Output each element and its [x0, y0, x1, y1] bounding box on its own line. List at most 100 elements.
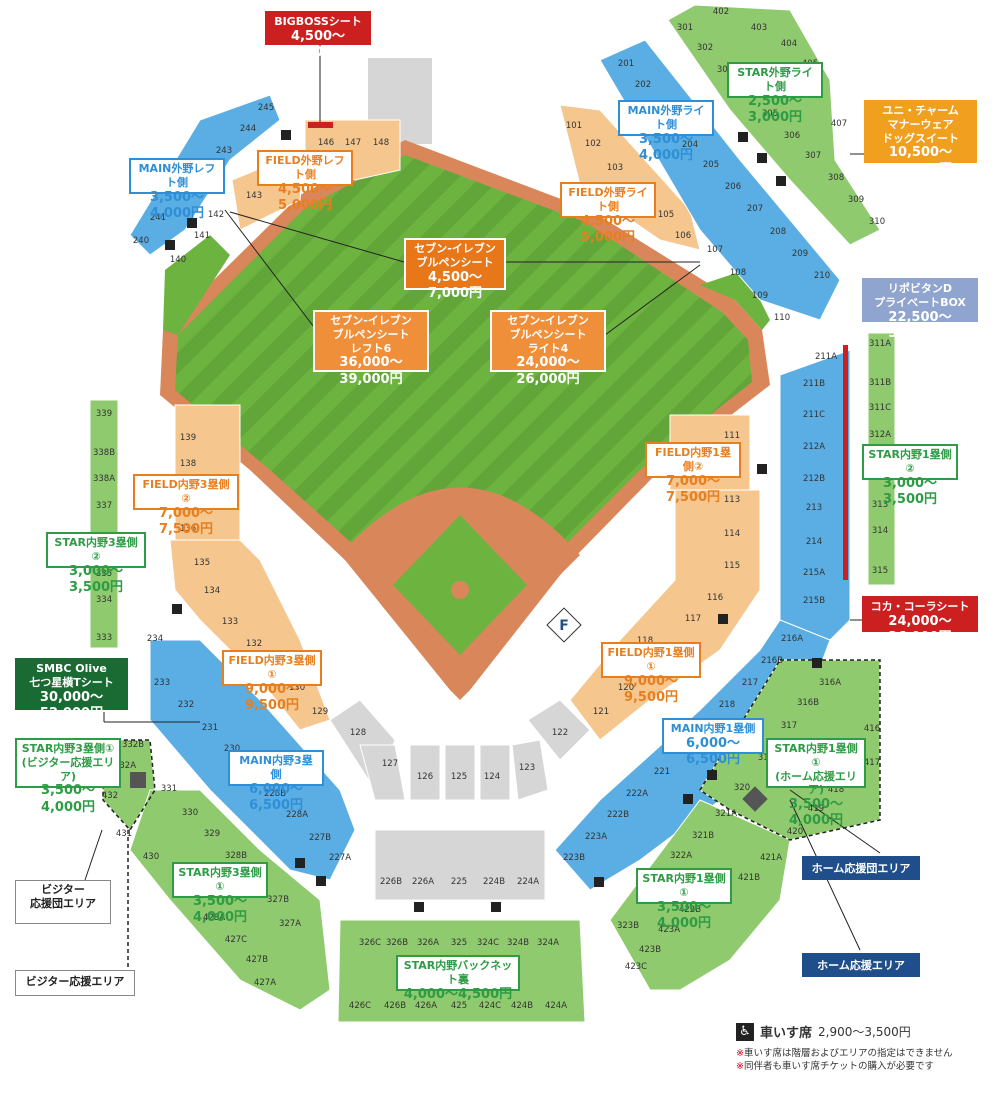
svg-text:331: 331	[161, 784, 177, 794]
svg-text:102: 102	[585, 139, 601, 149]
unicharm-name3: ドッグスイート	[882, 131, 959, 145]
svg-text:338A: 338A	[93, 474, 115, 484]
svg-text:228A: 228A	[286, 810, 308, 820]
svg-text:325: 325	[451, 938, 467, 948]
svg-text:323B: 323B	[617, 921, 639, 931]
svg-text:126: 126	[417, 772, 433, 782]
svg-text:301: 301	[677, 23, 693, 33]
bullpen-right-price: 24,000〜26,000円	[516, 355, 580, 387]
label-star-in1-1: STAR内野1塁側① 3,500〜4,000円	[636, 868, 732, 931]
label-main-in3: MAIN内野3塁側 6,000〜6,500円	[228, 750, 324, 813]
svg-text:222B: 222B	[607, 810, 629, 820]
visitor-ouendan-name2: 応援団エリア	[30, 896, 96, 910]
svg-text:421A: 421A	[760, 853, 782, 863]
bullpen-right-name2: ブルペンシート	[509, 327, 587, 341]
svg-text:326A: 326A	[417, 938, 439, 948]
svg-text:428A: 428A	[203, 913, 225, 923]
svg-text:422B: 422B	[679, 905, 701, 915]
svg-text:324C: 324C	[477, 938, 499, 948]
left-bullpen	[163, 235, 230, 335]
svg-text:416: 416	[864, 724, 880, 734]
svg-text:334: 334	[96, 595, 112, 605]
gray-sections	[329, 699, 591, 901]
svg-text:421B: 421B	[738, 873, 760, 883]
label-bullpen-right: セブン-イレブン ブルペンシート ライト4 24,000〜26,000円	[490, 310, 606, 387]
svg-text:310: 310	[869, 217, 885, 227]
svg-text:424C: 424C	[479, 1001, 501, 1011]
label-unicharm: ユニ・チャーム マナーウェア ドッグスイート 10,500〜16,000円	[864, 100, 977, 177]
svg-text:230: 230	[224, 744, 240, 754]
svg-text:311C: 311C	[869, 403, 891, 413]
svg-text:320: 320	[734, 783, 750, 793]
legend-wheelchair-price: 2,900〜3,500円	[818, 1025, 911, 1039]
svg-text:427C: 427C	[225, 935, 247, 945]
label-bullpen-left: セブン-イレブン ブルペンシート レフト6 36,000〜39,000円	[313, 310, 429, 387]
svg-text:305: 305	[762, 109, 778, 119]
field-in3-1-name: FIELD内野3塁側①	[228, 654, 316, 681]
main-left-name: MAIN外野レフト側	[138, 162, 216, 189]
label-cocacola: コカ・コーラシート 24,000〜26,000円	[862, 596, 978, 645]
svg-text:141: 141	[194, 231, 210, 241]
svg-text:424B: 424B	[511, 1001, 533, 1011]
svg-text:213: 213	[806, 503, 822, 513]
svg-text:106: 106	[675, 231, 691, 241]
star-in1-1-name: STAR内野1塁側①	[642, 872, 726, 899]
svg-text:225: 225	[451, 877, 467, 887]
svg-text:105: 105	[658, 210, 674, 220]
label-star-right: STAR外野ライト側 2,500〜3,000円	[727, 62, 823, 125]
svg-text:142: 142	[208, 210, 224, 220]
svg-text:326B: 326B	[386, 938, 408, 948]
star-in1-1-price: 3,500〜4,000円	[656, 899, 712, 931]
f-logo	[546, 607, 582, 643]
svg-text:423A: 423A	[658, 925, 680, 935]
svg-text:201: 201	[618, 59, 634, 69]
bullpen-left-name1: セブン-イレブン	[330, 314, 412, 327]
svg-text:426A: 426A	[415, 1001, 437, 1011]
svg-text:419: 419	[808, 804, 824, 814]
svg-text:226B: 226B	[380, 877, 402, 887]
svg-text:206: 206	[725, 182, 741, 192]
svg-text:245: 245	[258, 103, 274, 113]
svg-text:431: 431	[116, 829, 132, 839]
svg-text:337: 337	[96, 501, 112, 511]
svg-text:311B: 311B	[869, 378, 891, 388]
svg-text:432: 432	[102, 791, 118, 801]
wheelchair-icon: ♿	[736, 1022, 754, 1041]
label-field-in3-1: FIELD内野3塁側① 9,000〜9,500円	[222, 650, 322, 713]
svg-text:308: 308	[828, 173, 844, 183]
svg-text:123: 123	[519, 763, 535, 773]
visitor-ouendan-name1: ビジター	[41, 883, 85, 896]
svg-text:313: 313	[872, 500, 888, 510]
svg-text:302: 302	[697, 43, 713, 53]
svg-text:107: 107	[707, 245, 723, 255]
label-bigboss: BIGBOSSシート 4,500〜5,000円	[265, 11, 371, 60]
svg-text:110: 110	[774, 313, 790, 323]
label-visitor-ouendan: ビジター 応援団エリア	[15, 880, 111, 924]
svg-text:404: 404	[781, 39, 797, 49]
svg-text:321A: 321A	[715, 809, 737, 819]
svg-text:211C: 211C	[803, 410, 825, 420]
svg-text:327B: 327B	[267, 895, 289, 905]
svg-text:330: 330	[182, 808, 198, 818]
main-left-price: 3,500〜4,000円	[149, 189, 205, 221]
bullpen-711-name1: セブン-イレブン	[414, 242, 496, 255]
svg-text:148: 148	[373, 138, 389, 148]
svg-text:216A: 216A	[781, 634, 803, 644]
svg-text:115: 115	[724, 561, 740, 571]
label-ribobitan: リポビタンD プライベートBOX 22,500〜35,000円	[862, 278, 978, 341]
svg-text:418: 418	[828, 785, 844, 795]
star-in1-1h-name1: STAR内野1塁側①	[774, 742, 858, 769]
main-right-name: MAIN外野ライト側	[627, 104, 705, 131]
svg-text:328B: 328B	[225, 851, 247, 861]
legend-note-1: ※車いす席は階層およびエリアの指定はできません	[736, 1047, 996, 1060]
star-in3-1-price: 3,500〜4,000円	[192, 893, 248, 925]
star-in3-2-name: STAR内野3塁側②	[54, 536, 138, 563]
label-main-in1: MAIN内野1塁側 6,000〜6,500円	[662, 718, 764, 767]
home-ouen-name: ホーム応援エリア	[817, 959, 905, 972]
ribobitan-name1: リポビタンD	[887, 282, 953, 295]
home-plate	[450, 660, 470, 674]
svg-text:216B: 216B	[761, 656, 783, 666]
svg-text:339: 339	[96, 409, 112, 419]
svg-text:402: 402	[713, 7, 729, 17]
svg-text:338B: 338B	[93, 448, 115, 458]
